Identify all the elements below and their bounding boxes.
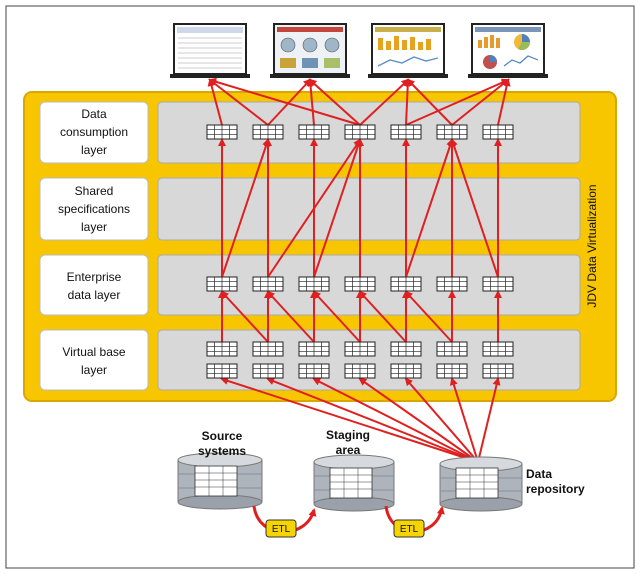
flow-arrow <box>403 78 412 126</box>
flow-arrow <box>306 78 315 126</box>
flow-arrow <box>267 78 312 126</box>
staging-label-line: Staging <box>326 428 370 442</box>
enterprise-grid <box>390 276 422 292</box>
flow-arrow <box>359 78 410 126</box>
outer-frame <box>5 5 635 569</box>
virtual-grid <box>252 363 284 379</box>
flow-arrow <box>405 78 510 126</box>
enterprise-grid <box>344 276 376 292</box>
consumption-grid <box>252 124 284 140</box>
etl-label: ETL <box>272 524 291 535</box>
flow-arrow <box>449 377 479 463</box>
flow-arrow <box>312 378 479 463</box>
enterprise-grid <box>298 276 330 292</box>
flow-arrow <box>477 377 501 463</box>
data-repository-db <box>439 456 523 512</box>
consumption-grid <box>206 124 238 140</box>
virtual-grid <box>482 363 514 379</box>
layer-label-line: specifications <box>58 202 130 216</box>
flow-arrow <box>308 78 361 126</box>
flow-arrow <box>208 77 361 126</box>
enterprise-grid <box>206 276 238 292</box>
consumption-grid <box>482 124 514 140</box>
layer-label-line: layer <box>81 220 107 234</box>
flow-arrow <box>313 138 362 278</box>
flow-arrow <box>450 138 499 278</box>
dashboard-pie-bar <box>468 23 548 78</box>
flow-arrow <box>266 377 479 463</box>
virtual-grid <box>436 341 468 357</box>
layer-label-box <box>39 101 149 164</box>
dashboard-bar-line <box>368 23 448 78</box>
layer-shared: Shared specifications layer <box>39 177 581 241</box>
enterprise-grid <box>482 276 514 292</box>
flow-arrow <box>312 290 361 343</box>
data-grids <box>206 124 514 379</box>
staging-label-line: area <box>336 443 361 457</box>
flow-arrow <box>406 78 453 126</box>
platform-label: JDV Data Virtualization <box>585 184 599 307</box>
virtual-grid <box>482 341 514 357</box>
repository-label-line: Data <box>526 467 552 481</box>
flow-arrow <box>221 138 270 278</box>
flow-arrow <box>404 377 479 463</box>
layer-label-line: consumption <box>60 125 128 139</box>
virtualization-platform <box>23 91 617 402</box>
flow-arrow <box>267 138 362 278</box>
virtual-grid <box>206 363 238 379</box>
layer-label-box <box>39 254 149 316</box>
etl-label: ETL <box>400 524 419 535</box>
flow-arrow <box>208 78 269 126</box>
flow-arrow <box>358 290 407 343</box>
virtual-grid <box>390 363 422 379</box>
enterprise-grid <box>252 276 284 292</box>
virtual-grid <box>436 363 468 379</box>
flow-arrow <box>404 290 453 343</box>
dashboard-report-table <box>170 23 250 78</box>
source-systems-db <box>177 452 263 510</box>
repository-label-line: repository <box>526 482 585 496</box>
virtual-grid <box>298 341 330 357</box>
consumption-grid <box>436 124 468 140</box>
virtual-grid <box>206 341 238 357</box>
data-flow-arrows <box>207 77 511 463</box>
layer-label-line: layer <box>81 143 107 157</box>
layer-label-line: Virtual base <box>62 345 125 359</box>
dashboard-gauges <box>270 23 350 78</box>
enterprise-grid <box>436 276 468 292</box>
layer-label-line: Shared <box>75 184 114 198</box>
layer-band <box>157 177 581 241</box>
source-label-line: Source <box>202 429 243 443</box>
virtual-grid <box>344 341 376 357</box>
flow-arrow <box>220 290 269 343</box>
layer-label-line: Enterprise <box>67 270 122 284</box>
virtual-grid <box>344 363 376 379</box>
consumption-grid <box>344 124 376 140</box>
consumption-grid <box>390 124 422 140</box>
layer-label-box <box>39 329 149 391</box>
flow-arrow <box>220 377 479 463</box>
flow-arrow <box>497 78 511 126</box>
flow-arrow <box>207 78 223 126</box>
virtual-grid <box>252 341 284 357</box>
etl-badge-1: ETL <box>265 519 297 538</box>
flow-arrow <box>451 78 510 126</box>
virtual-grid <box>298 363 330 379</box>
staging-area-db <box>313 454 395 512</box>
layer-label-line: Data <box>81 107 107 121</box>
flow-arrow <box>405 138 454 278</box>
consumption-grid <box>298 124 330 140</box>
virtual-grid <box>390 341 422 357</box>
layer-label-box <box>39 177 149 241</box>
layer-label-line: data layer <box>68 288 121 302</box>
layer-label-line: layer <box>81 363 107 377</box>
source-label-line: systems <box>198 444 246 458</box>
etl-badge-2: ETL <box>393 519 425 538</box>
flow-arrow <box>358 377 479 463</box>
flow-arrow <box>266 290 315 343</box>
